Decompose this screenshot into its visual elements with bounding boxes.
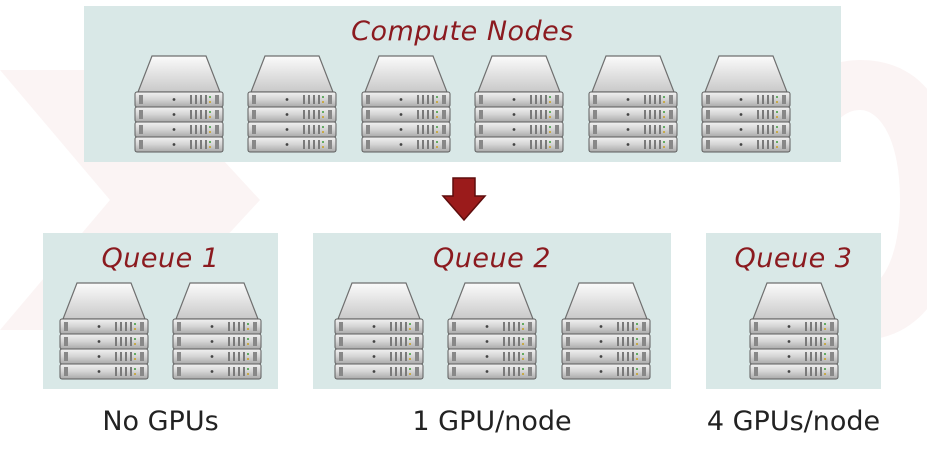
queue-3-caption: 4 GPUs/node [706,406,881,437]
queue-3-panel: Queue 3 [706,233,881,389]
server-rack-icon [561,281,651,381]
server-rack-icon [588,54,678,154]
queue-1-title: Queue 1 [101,243,220,274]
server-rack-icon [474,54,564,154]
server-rack-icon [361,54,451,154]
server-rack-icon [134,54,224,154]
queue-2-caption: 1 GPU/node [412,406,572,437]
queue-1-caption: No GPUs [102,406,219,437]
server-rack-icon [59,281,149,381]
server-rack-icon [247,54,337,154]
queue-2-title: Queue 2 [433,243,551,274]
compute-nodes-panel: Compute Nodes [84,6,841,162]
server-rack-icon [172,281,262,381]
queue-1-panel: Queue 1 [43,233,278,389]
down-arrow-icon [441,177,487,222]
server-rack-icon [447,281,537,381]
queue-2-panel: Queue 2 [313,233,671,389]
server-rack-icon [749,281,839,381]
compute-nodes-title: Compute Nodes [351,16,574,47]
queue-3-title: Queue 3 [734,243,853,274]
server-rack-icon [701,54,791,154]
server-rack-icon [334,281,424,381]
